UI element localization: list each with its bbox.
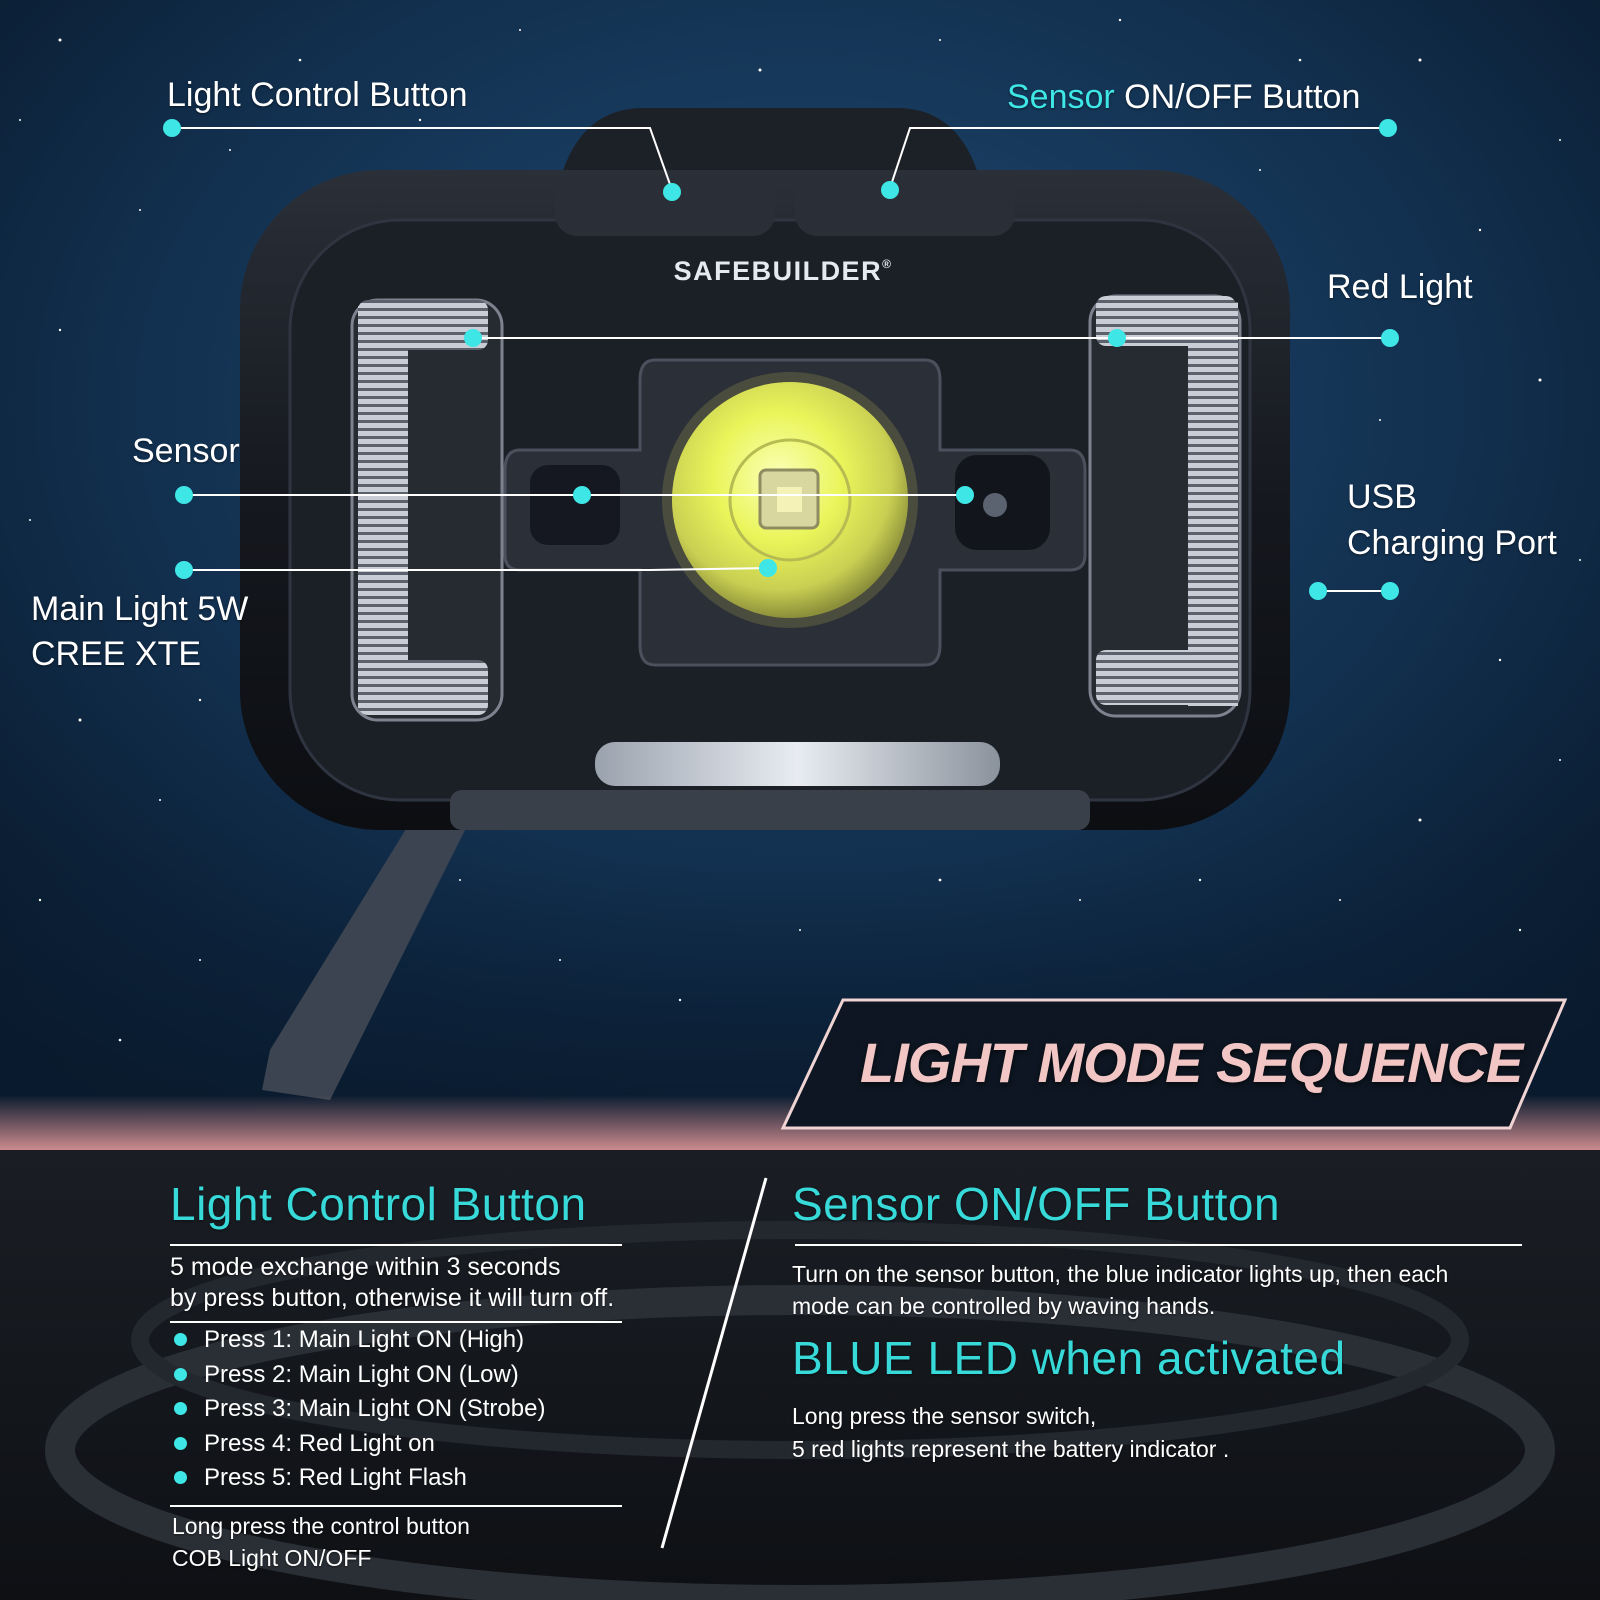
label-light-control-button: Light Control Button: [167, 76, 468, 114]
press-item: Press 2: Main Light ON (Low): [172, 1361, 545, 1396]
left-footer-line-2: COB Light ON/OFF: [172, 1545, 372, 1571]
right-desc-line-2: mode can be controlled by waving hands.: [792, 1293, 1216, 1319]
press-item: Press 3: Main Light ON (Strobe): [172, 1395, 545, 1430]
banner-title: LIGHT MODE SEQUENCE: [860, 1031, 1523, 1094]
right-desc-line-1: Turn on the sensor button, the blue indi…: [792, 1261, 1449, 1287]
callout-lines: [172, 127, 1390, 592]
label-sensor-word: Sensor: [1007, 78, 1115, 116]
top-clip: [560, 108, 980, 180]
label-red-light: Red Light: [1327, 268, 1473, 306]
left-footer-line-1: Long press the control button: [172, 1513, 470, 1539]
label-charging-port: Charging Port: [1347, 524, 1557, 562]
left-section-heading: Light Control Button: [170, 1178, 587, 1230]
blue-led-subheading: BLUE LED when activated: [792, 1332, 1346, 1384]
press-item: Press 5: Red Light Flash: [172, 1464, 545, 1499]
callout-dots: [163, 119, 1399, 600]
press-item: Press 1: Main Light ON (High): [172, 1326, 545, 1361]
press-mode-list: Press 1: Main Light ON (High) Press 2: M…: [172, 1326, 545, 1499]
label-cree-xte: CREE XTE: [31, 635, 202, 673]
right-note-line-2: 5 red lights represent the battery indic…: [792, 1436, 1230, 1462]
label-onoff-word: ON/OFF Button: [1114, 78, 1361, 116]
brand-logo: SAFEBUILDER®: [674, 256, 893, 286]
label-main-light: Main Light 5W: [31, 590, 249, 628]
press-item: Press 4: Red Light on: [172, 1430, 545, 1465]
stage-ring: [45, 1285, 1555, 1600]
left-intro-line-2: by press button, otherwise it will turn …: [170, 1284, 615, 1312]
left-intro-line-1: 5 mode exchange within 3 seconds: [170, 1253, 561, 1281]
right-note-line-1: Long press the sensor switch,: [792, 1403, 1097, 1429]
mode-banner: [780, 998, 1568, 1130]
section-dividers: [170, 1177, 1522, 1549]
label-sensor: Sensor: [132, 432, 240, 470]
right-section-heading: Sensor ON/OFF Button: [792, 1178, 1281, 1230]
stars: [19, 18, 1581, 1042]
label-sensor-onoff-button: Sensor ON/OFF Button: [1007, 76, 1360, 119]
label-usb: USB: [1347, 478, 1417, 516]
headband-clip: [262, 790, 470, 1100]
headlamp-body: [240, 170, 1290, 830]
